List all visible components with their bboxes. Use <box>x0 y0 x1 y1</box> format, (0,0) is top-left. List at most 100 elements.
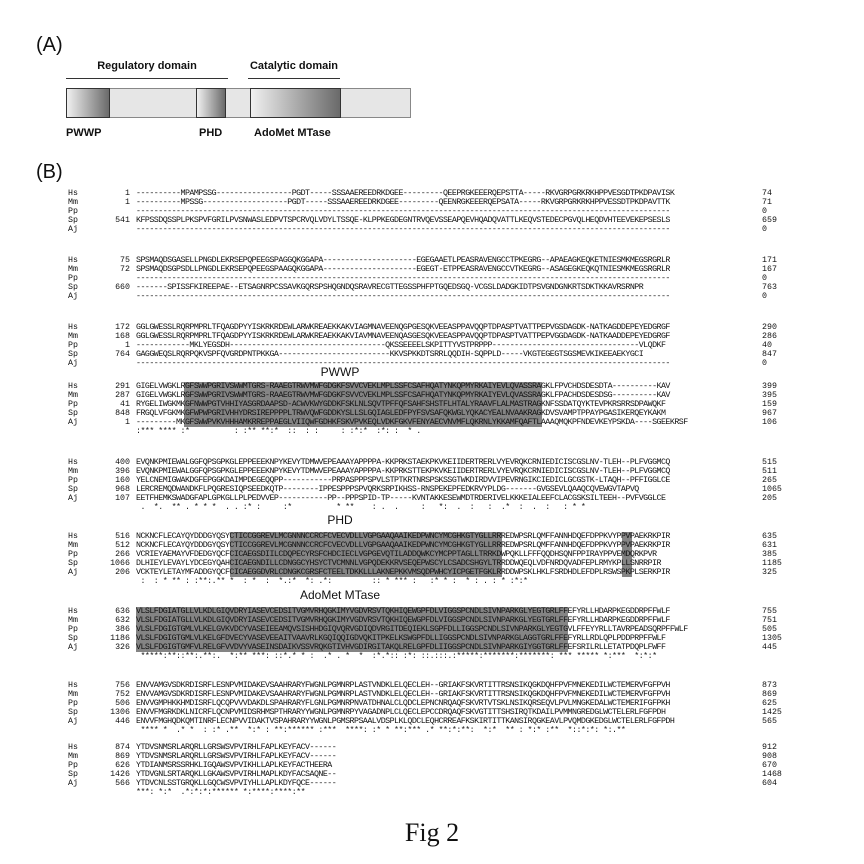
figure-caption: Fig 2 <box>404 818 460 847</box>
species-name: Aj <box>68 292 78 301</box>
row-end: 659 <box>762 216 777 225</box>
row-sequence: GAGGWEQSLRQRPQKVSPFQVGRDPNTPKKGA--------… <box>136 350 644 359</box>
alignment-row: Hs 636 VLSLFDGIATGLLVLKDLGIQVDRYIASEVCEDSI… <box>0 607 864 616</box>
row-end: 286 <box>762 332 777 341</box>
species-name: Aj <box>68 494 78 503</box>
species-name: Sp <box>68 485 78 494</box>
row-sequence: VLSLFDGIGTGMLVLKELGVKVDCYVASEIEEAMQVSISH… <box>136 625 688 634</box>
row-end: 399 <box>762 382 777 391</box>
row-sequence: NCKNCFLECAYQYDDDGYQSYCTICCGGREVLMCGNNNCC… <box>136 541 670 550</box>
alignment-row: Aj--------------------------------------… <box>0 225 864 234</box>
species-name: Pp <box>68 476 78 485</box>
row-start: 968 <box>115 485 130 494</box>
species-name: Hs <box>68 256 78 265</box>
species-name: Pp <box>68 207 78 216</box>
row-end: 908 <box>762 752 777 761</box>
row-sequence: ----------------------------------------… <box>136 359 670 368</box>
row-start: 326 <box>115 643 130 652</box>
row-sequence: RYGELIWGKMKGFNWWPGTVHHIYASGRDAAPSD-ACWVK… <box>136 400 666 409</box>
row-end: 670 <box>762 761 777 770</box>
row-start: 266 <box>115 550 130 559</box>
row-sequence: GGLGWESSLRQRPMPRLTFQAGDPYYISKRKRDEWLARWK… <box>136 323 670 332</box>
adomet-domain-label: AdoMet MTase <box>254 127 331 139</box>
row-sequence: DLHIEYLEVAYLYDCEGYQAHCICAEGNDILLCDNGGCYH… <box>136 559 662 568</box>
row-end: 505 <box>762 625 777 634</box>
domain-highlight <box>136 607 568 652</box>
row-end: 74 <box>762 189 772 198</box>
row-end: 763 <box>762 283 777 292</box>
row-sequence: VLSLFDGIATGLLVLKDLGIQVDRYIASEVCEDSITVGMV… <box>136 607 670 616</box>
row-start: 160 <box>115 476 130 485</box>
row-end: 1425 <box>762 708 782 717</box>
row-end: 1065 <box>762 485 782 494</box>
row-sequence: ENVVAMGVSDKRDISRFLESNPVMIDAKEVSAAHRARYFW… <box>136 690 670 699</box>
row-sequence: YTDVSNMSRLARQRLLGRSWSVPVIRHLFAPLKEYFACV-… <box>136 752 337 761</box>
row-sequence: ------------MKLYEGSDH-------------------… <box>136 341 666 350</box>
row-sequence: ---------MKGFSWWPVKVHHHAMKRREPPAEGLVIIQW… <box>136 418 688 427</box>
species-name: Mm <box>68 752 78 761</box>
conservation-line: ***: *:* .*:*:*:****** *:****:****:** <box>136 788 306 797</box>
row-end: 445 <box>762 643 777 652</box>
row-start: 1 <box>125 418 130 427</box>
row-start: 1306 <box>110 708 130 717</box>
species-name: Hs <box>68 382 78 391</box>
row-sequence: ----------MPSSG-------------------PGDT--… <box>136 198 670 207</box>
row-start: 446 <box>115 717 130 726</box>
phd-domain-label: PHD <box>199 127 223 139</box>
row-sequence: YTDVSNMSRLARQRLLGRSWSVPVIRHLFAPLKEYFACV-… <box>136 743 337 752</box>
domain-highlight <box>230 532 502 577</box>
domain-highlight <box>184 382 542 427</box>
row-start: 874 <box>115 743 130 752</box>
species-name: Mm <box>68 391 78 400</box>
species-name: Hs <box>68 607 78 616</box>
regulatory-bracket <box>66 78 228 79</box>
row-end: 385 <box>762 550 777 559</box>
row-start: 506 <box>115 699 130 708</box>
row-sequence: ENVVAMGVSDKRDISRFLESNPVMIDAKEVSAAHRARYFW… <box>136 681 670 690</box>
row-end: 159 <box>762 400 777 409</box>
row-start: 1066 <box>110 559 130 568</box>
row-end: 847 <box>762 350 777 359</box>
panel-b-label: (B) <box>36 161 63 183</box>
row-sequence: ENVVFMGRKDKLNICRFLQCNPVMIDSRHMSPTHRARYYW… <box>136 708 666 717</box>
species-name: Sp <box>68 409 78 418</box>
row-sequence: VLSLFDGIATGLLVLKDLGIQVDRYIASEVCEDSITVGMV… <box>136 616 670 625</box>
row-end: 873 <box>762 681 777 690</box>
row-start: 512 <box>115 541 130 550</box>
row-sequence: VLSLFDGIGTGMFVLRELGFVVDVYVASEINSDAIKVSSV… <box>136 643 666 652</box>
row-sequence: YELCNEMIGWAKDGFEPGGKDAIMPDEGEQQPP-------… <box>136 476 670 485</box>
row-start: 1 <box>125 189 130 198</box>
alignment-label-adomet: AdoMet MTase <box>299 588 381 602</box>
row-end: 631 <box>762 541 777 550</box>
conservation-line: . *. ** . * * * . . :* : :* * ** : . . :… <box>136 503 586 512</box>
row-start: 72 <box>120 265 130 274</box>
species-name: Pp <box>68 341 78 350</box>
phd-domain-box <box>196 88 226 118</box>
row-end: 0 <box>762 207 767 216</box>
alignment-row: Pp--------------------------------------… <box>0 274 864 283</box>
alignment-row: Sp 968 LERCREMQDWANDKFLPQGRESIQPSEEDKQTP--… <box>0 485 864 494</box>
row-sequence: LERCREMQDWANDKFLPQGRESIQPSEEDKQTP-------… <box>136 485 639 494</box>
row-sequence: ----------------------------------------… <box>136 225 670 234</box>
species-name: Sp <box>68 283 78 292</box>
row-start: 636 <box>115 607 130 616</box>
row-start: 764 <box>115 350 130 359</box>
